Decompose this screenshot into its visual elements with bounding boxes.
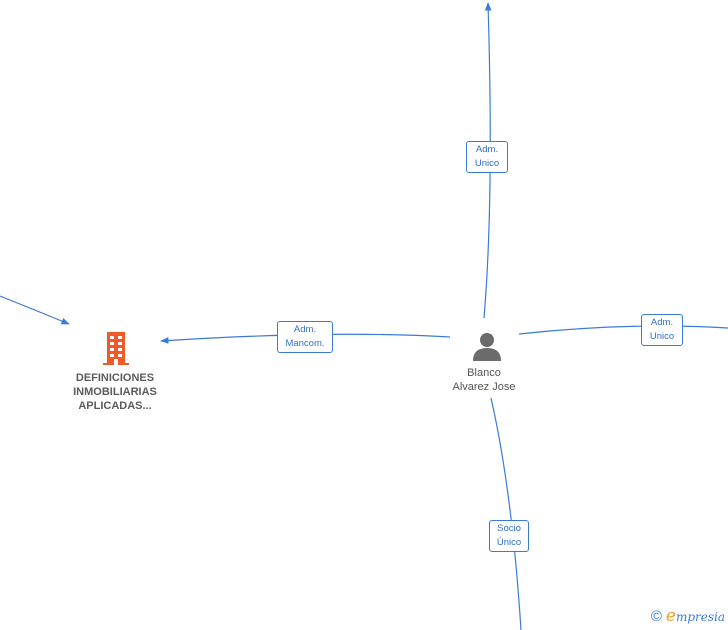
- relation-label-bottom[interactable]: Socio Único: [489, 520, 529, 552]
- copyright-symbol: ©: [650, 607, 662, 625]
- brand-rest: mpresia: [675, 610, 725, 624]
- person-name-line-2: Alvarez Jose: [452, 381, 516, 393]
- brand-logo: empresia: [666, 606, 725, 626]
- company-name-line-1: DEFINICIONES: [75, 372, 155, 384]
- company-name[interactable]: DEFINICIONES INMOBILIARIAS APLICADAS...: [55, 371, 175, 413]
- company-name-line-3: APLICADAS...: [78, 400, 152, 412]
- relation-label-company-line-1: Adm.: [293, 324, 317, 335]
- relation-label-top-line-1: Adm.: [475, 144, 499, 155]
- relation-label-top-line-2: Unico: [474, 158, 500, 169]
- company-name-line-2: INMOBILIARIAS: [73, 386, 157, 398]
- edge-offscreen-to-company: [0, 295, 70, 325]
- footer-brand: © empresia: [651, 606, 725, 626]
- person-name-line-1: Blanco: [467, 367, 501, 379]
- person-name[interactable]: Blanco Alvarez Jose: [434, 366, 534, 394]
- edge-person-to-bottom: [490, 397, 522, 630]
- relation-label-right-line-1: Adm.: [650, 317, 674, 328]
- relation-label-bottom-line-2: Único: [496, 537, 522, 548]
- relation-label-company-line-2: Mancom.: [285, 338, 325, 349]
- relation-label-company[interactable]: Adm. Mancom.: [277, 321, 333, 353]
- brand-initial: e: [665, 606, 676, 626]
- edge-person-to-top: [483, 2, 492, 319]
- building-icon[interactable]: [102, 332, 130, 365]
- edge-person-to-right: [518, 325, 728, 335]
- person-icon[interactable]: [472, 331, 502, 361]
- relation-label-right-line-2: Unico: [649, 331, 675, 342]
- relation-label-right[interactable]: Adm. Unico: [641, 314, 683, 346]
- relation-label-bottom-line-1: Socio: [497, 523, 521, 534]
- relation-label-top[interactable]: Adm. Unico: [466, 141, 508, 173]
